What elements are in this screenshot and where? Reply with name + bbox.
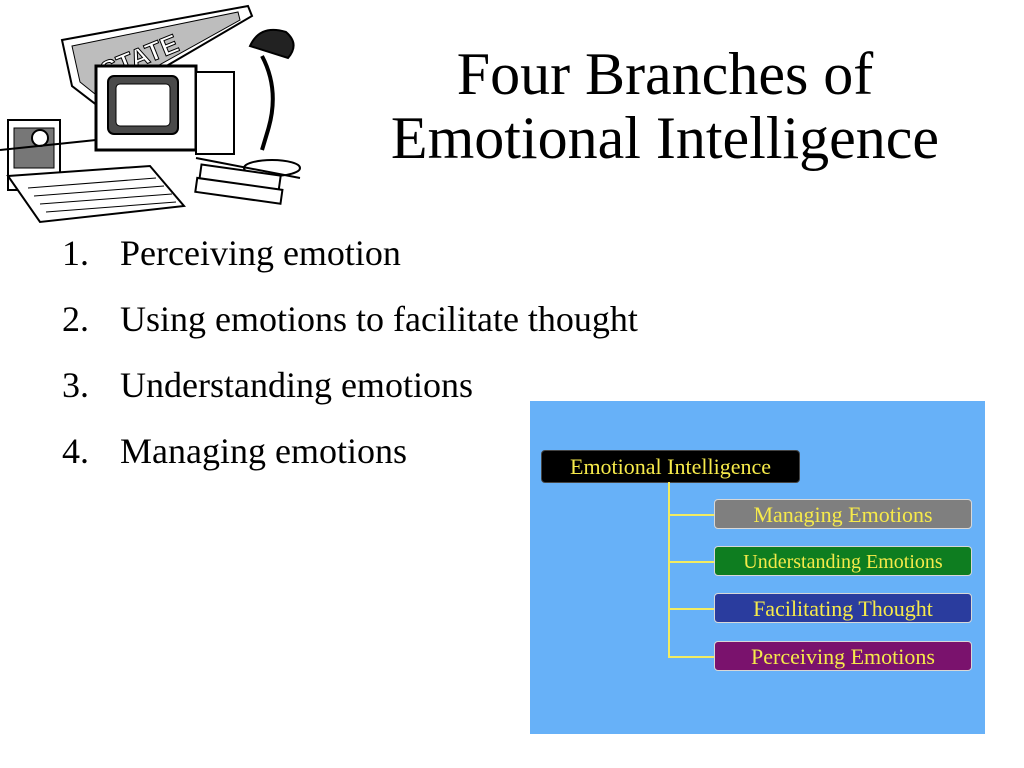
list-item: 3. Understanding emotions <box>62 352 638 418</box>
branch-managing-emotions: Managing Emotions <box>714 499 972 529</box>
list-number: 4. <box>62 431 89 471</box>
list-number: 1. <box>62 233 89 273</box>
list-text: Understanding emotions <box>120 365 473 405</box>
computer-desk-clipart: STATE <box>0 4 301 224</box>
ei-diagram: Emotional Intelligence Managing Emotions… <box>530 401 985 734</box>
list-item: 1. Perceiving emotion <box>62 220 638 286</box>
slide-title: Four Branches of Emotional Intelligence <box>330 42 1000 170</box>
diagram-root-box: Emotional Intelligence <box>541 450 800 483</box>
list-text: Managing emotions <box>120 431 407 471</box>
list-number: 3. <box>62 365 89 405</box>
list-text: Perceiving emotion <box>120 233 401 273</box>
connector-horizontal <box>668 608 714 610</box>
list-text: Using emotions to facilitate thought <box>120 299 638 339</box>
connector-vertical <box>668 482 670 658</box>
branch-facilitating-thought: Facilitating Thought <box>714 593 972 623</box>
branch-understanding-emotions: Understanding Emotions <box>714 546 972 576</box>
list-item: 2. Using emotions to facilitate thought <box>62 286 638 352</box>
list-number: 2. <box>62 299 89 339</box>
connector-horizontal <box>668 656 714 658</box>
title-line-2: Emotional Intelligence <box>390 105 940 171</box>
branch-perceiving-emotions: Perceiving Emotions <box>714 641 972 671</box>
connector-horizontal <box>668 514 714 516</box>
branches-list: 1. Perceiving emotion 2. Using emotions to… <box>62 220 638 484</box>
connector-horizontal <box>668 561 714 563</box>
list-item: 4. Managing emotions <box>62 418 638 484</box>
title-line-1: Four Branches of <box>456 41 874 107</box>
